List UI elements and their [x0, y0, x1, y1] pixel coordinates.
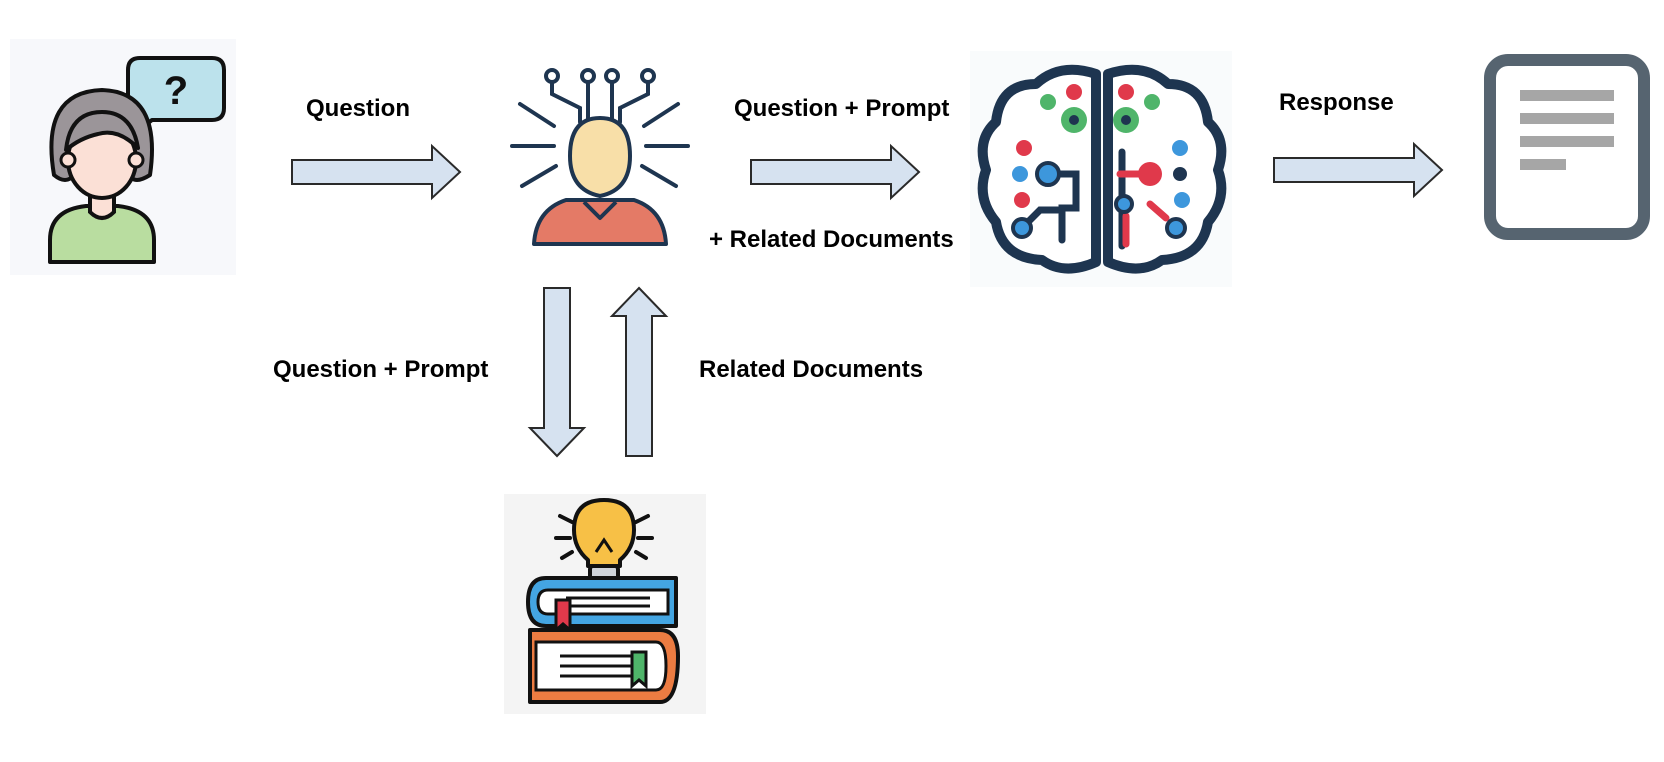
arrow-llm-to-output [1273, 141, 1444, 199]
user-question-icon: ? [10, 39, 236, 275]
label-response: Response [1279, 89, 1394, 116]
books-lightbulb-icon [504, 494, 706, 714]
label-related-documents: Related Documents [699, 356, 924, 383]
label-related-documents-plus: + Related Documents [709, 226, 954, 253]
retriever-person-icon [510, 68, 690, 246]
label-question-prompt-top: Question + Prompt [734, 95, 950, 122]
label-question: Question [306, 95, 411, 122]
arrow-knowledge-to-agent [609, 286, 669, 457]
label-question-prompt-left: Question + Prompt [273, 356, 489, 383]
brain-circuit-icon [970, 51, 1232, 287]
arrow-user-to-agent [291, 143, 462, 201]
svg-text:?: ? [164, 69, 188, 113]
arrow-agent-to-knowledge [527, 287, 587, 458]
document-icon [1484, 54, 1650, 240]
arrow-agent-to-llm [750, 143, 921, 201]
